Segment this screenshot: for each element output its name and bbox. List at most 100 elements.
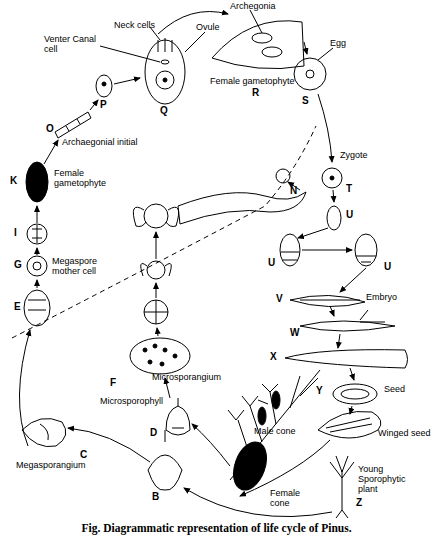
stage-letter: C xyxy=(80,450,87,460)
cycle-arrow xyxy=(298,228,328,238)
archegonium-stage xyxy=(96,75,112,97)
young-sporophyte xyxy=(330,456,354,518)
stage-letter: G xyxy=(14,260,22,270)
part-label: Venter Canal cell xyxy=(44,34,104,54)
stage-letter: T xyxy=(346,184,352,194)
part-label: Microsporophyll xyxy=(100,396,163,406)
egg-cell xyxy=(294,58,326,90)
archegonial-initial xyxy=(55,112,91,138)
part-label: Egg xyxy=(330,38,346,48)
part-label: Embryo xyxy=(366,292,397,302)
female-gametophyte xyxy=(212,21,304,69)
figure-caption: Fig. Diagrammatic representation of life… xyxy=(0,522,433,534)
pollen-wings xyxy=(141,264,172,276)
cycle-arrow xyxy=(340,268,366,292)
stage-letter: U xyxy=(384,262,391,272)
stage-letter: D xyxy=(150,428,157,438)
stage-letter: P xyxy=(100,100,107,110)
spore xyxy=(153,344,157,348)
cycle-arrow xyxy=(157,328,158,336)
part-label: Seed xyxy=(384,384,405,394)
part-label: Female gametophyte xyxy=(210,76,295,86)
stage-letter: K xyxy=(10,176,17,186)
ovule-young xyxy=(24,290,50,326)
part-label: Megaspore mother cell xyxy=(52,256,112,276)
part-label: Archegonia xyxy=(230,1,276,11)
cycle-arrow xyxy=(350,368,354,380)
part-label: Young Sporophytic plant xyxy=(358,464,420,494)
stage-letter: U xyxy=(268,258,275,268)
megasporangium-scale xyxy=(22,418,66,446)
leader-line xyxy=(250,10,262,33)
cycle-arrow xyxy=(240,440,330,496)
stage-letter: B xyxy=(152,492,159,502)
pollen-grain xyxy=(147,261,165,279)
egg-nucleus xyxy=(306,70,314,78)
zygote xyxy=(322,168,342,188)
archegonium xyxy=(262,47,282,57)
nucleus xyxy=(102,82,106,86)
generation-divider xyxy=(12,126,316,338)
cycle-arrow xyxy=(37,248,38,255)
cycle-arrow xyxy=(37,206,38,223)
pollen-wings xyxy=(133,207,178,226)
cycle-arrow xyxy=(114,78,140,84)
spore xyxy=(148,360,152,364)
stage-letter: U xyxy=(346,210,353,220)
cycle-arrows xyxy=(19,12,366,517)
leader-lines xyxy=(100,27,205,62)
ovule-layers xyxy=(28,300,46,310)
male-gamete xyxy=(276,169,290,183)
seed xyxy=(333,384,377,404)
stage-letter: O xyxy=(46,124,54,134)
part-label: Megasporangium xyxy=(16,460,86,470)
proembryo xyxy=(355,234,377,266)
part-label: Neck cells xyxy=(114,20,155,30)
spore xyxy=(173,354,177,358)
microsporangium xyxy=(130,338,190,374)
stage-letter: F xyxy=(110,378,116,388)
stage-letter: N xyxy=(290,186,297,196)
cycle-arrow xyxy=(68,428,150,462)
proembryo xyxy=(280,234,300,266)
cycle-arrow xyxy=(156,283,157,298)
stage-letter: V xyxy=(276,294,283,304)
female-gametophyte-black xyxy=(26,162,48,202)
cycle-arrow xyxy=(90,100,98,110)
cycle-arrow xyxy=(318,94,332,162)
part-label: Archaegonial initial xyxy=(62,137,138,147)
cycle-arrow xyxy=(330,306,334,316)
cycle-arrow xyxy=(350,406,352,414)
stage-letter: E xyxy=(14,302,21,312)
megaspore-mother-cell xyxy=(27,256,47,276)
stage-letter: R xyxy=(252,88,259,98)
cycle-arrow xyxy=(158,12,228,35)
stage-letter: X xyxy=(270,352,277,362)
pine-needles xyxy=(228,384,278,420)
illustration-group xyxy=(12,10,408,518)
megaspore-tetrad xyxy=(27,224,47,244)
archegonium xyxy=(252,33,272,43)
stage-letter: Y xyxy=(316,386,323,396)
egg-nucleus xyxy=(163,78,167,82)
tetrad-walls xyxy=(32,225,42,243)
female-cone xyxy=(227,437,272,494)
proembryo-tiers xyxy=(356,256,376,262)
part-label: Female cone xyxy=(270,488,306,508)
stage-letter: S xyxy=(302,96,309,106)
seed-embryo xyxy=(341,389,369,399)
cycle-arrow xyxy=(338,334,340,348)
winged-seed xyxy=(318,411,381,438)
neck-cells xyxy=(158,38,172,52)
spore xyxy=(163,348,167,352)
proembryo xyxy=(327,206,341,230)
cycle-arrow xyxy=(192,424,230,466)
stage-letter: Z xyxy=(356,498,362,508)
cycle-arrow xyxy=(37,280,38,288)
mature-embryo xyxy=(285,350,408,368)
part-label: Zygote xyxy=(340,150,368,160)
part-label: Microsporangium xyxy=(152,372,221,382)
tetrad-walls xyxy=(144,300,168,324)
proembryo-tiers xyxy=(281,252,299,260)
nucleus xyxy=(33,262,41,270)
